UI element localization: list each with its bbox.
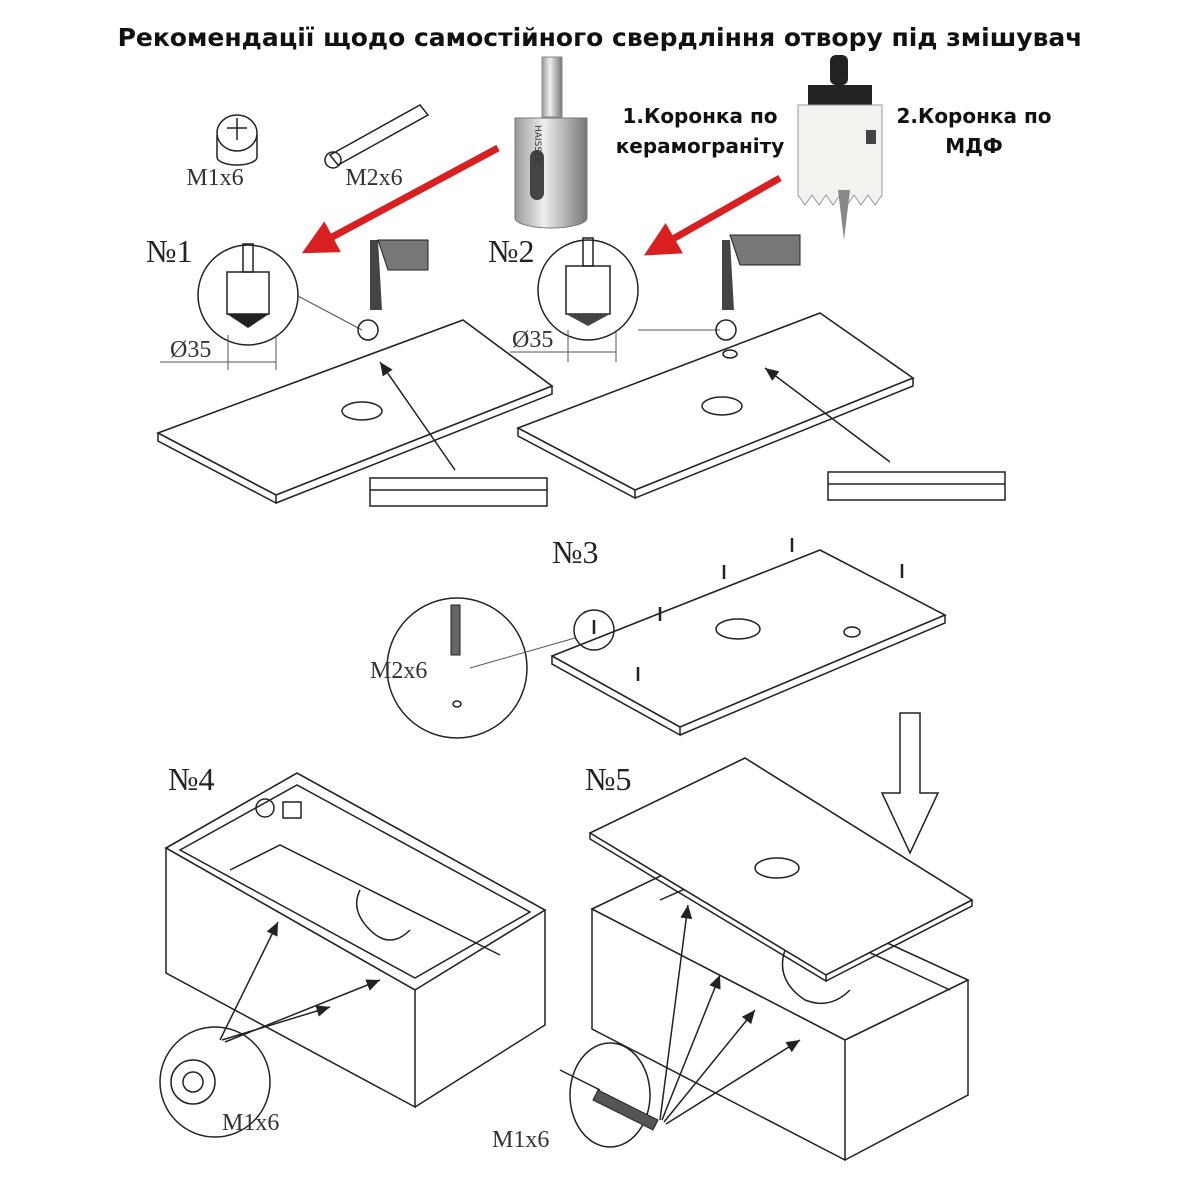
step-1-drawing: Ø35 [156, 239, 554, 507]
step-5-label: №5 [585, 761, 632, 797]
step-4-label: №4 [168, 761, 215, 797]
red-arrow-2 [643, 174, 782, 256]
step-3-drawing: M2x6 [370, 538, 947, 739]
part-m1-label: M1x6 [186, 165, 243, 191]
step-5-drawing: M1x6 [492, 757, 974, 1162]
step-5-part-label: M1x6 [492, 1127, 549, 1153]
page-title: Рекомендації щодо самостійного свердлінн… [118, 23, 1083, 52]
part-m2-label: M2x6 [345, 165, 402, 191]
bit1-label-line2: керамограніту [616, 134, 785, 158]
ceramic-core-bit-icon: HAISSER [514, 56, 588, 229]
step-2-drawing: Ø35 [510, 234, 1006, 501]
step-4-drawing: M1x6 [159, 772, 547, 1138]
step-3-part-label: M2x6 [370, 658, 427, 684]
down-arrow-icon [880, 712, 940, 855]
bit2-label-line1: 2.Коронка по [896, 104, 1051, 128]
mdf-hole-saw-icon [797, 55, 883, 240]
step-4-part-label: M1x6 [222, 1110, 279, 1136]
step-1-label: №1 [146, 233, 193, 269]
m1-cam-lock-icon [216, 114, 258, 166]
m2-dowel-icon [324, 104, 430, 169]
step-1-diameter: Ø35 [170, 337, 211, 363]
step-3-label: №3 [552, 534, 599, 570]
step-2-label: №2 [488, 233, 535, 269]
bit1-label-line1: 1.Коронка по [622, 104, 777, 128]
red-arrow-1 [301, 144, 500, 254]
bit-brand-logo: HAISSER [532, 125, 542, 164]
step-2-diameter: Ø35 [512, 327, 553, 353]
bit2-label-line2: МДФ [945, 134, 1003, 158]
